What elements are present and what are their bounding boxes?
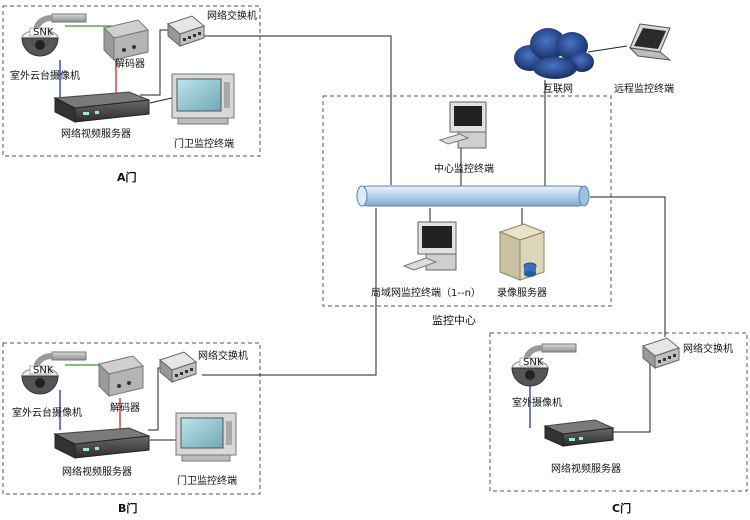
zone-a-switch <box>166 15 206 48</box>
zone-c-switch-label: 网络交换机 <box>683 342 733 355</box>
zone-b-switch <box>158 351 198 384</box>
central-terminal-label: 中心监控终端 <box>434 162 494 175</box>
zone-b-decoder <box>98 355 144 398</box>
camera-badge: SNK <box>33 365 54 376</box>
lan-terminal <box>402 221 457 271</box>
zone-a-decoder <box>103 19 149 62</box>
zone-c-border <box>489 332 748 492</box>
zone-a-server <box>53 91 150 123</box>
zone-center-border <box>322 95 612 307</box>
zone-c-server-label: 网络视频服务器 <box>551 462 621 475</box>
zone-a-monitor-label: 门卫监控终端 <box>174 137 234 150</box>
backbone-bus <box>356 185 590 207</box>
zone-b-switch-label: 网络交换机 <box>198 349 248 362</box>
zone-b-server-label: 网络视频服务器 <box>62 465 132 478</box>
internet-label: 互联网 <box>543 83 573 95</box>
recorder-label: 录像服务器 <box>497 286 547 299</box>
zone-a-border <box>2 5 261 157</box>
zone-b-monitor <box>175 412 237 462</box>
camera-badge: SNK <box>523 357 544 368</box>
zone-a-decoder-label: 解码器 <box>115 57 145 70</box>
zone-a-caption: A门 <box>117 170 137 184</box>
lan-terminal-label: 局域网监控终端（1--n） <box>371 286 481 299</box>
zone-c-camera-label: 室外摄像机 <box>512 396 562 409</box>
center-caption: 监控中心 <box>432 313 476 327</box>
zone-b-camera-label: 室外云台摄像机 <box>12 406 82 419</box>
zone-a-camera-label: 室外云台摄像机 <box>10 69 80 82</box>
central-terminal <box>438 101 487 149</box>
zone-a-monitor <box>171 73 235 125</box>
zone-b-border <box>2 342 261 495</box>
zone-a-camera: SNK <box>21 13 87 57</box>
remote-laptop <box>628 23 672 61</box>
internet-cloud-icon <box>514 28 594 79</box>
zone-a-switch-label: 网络交换机 <box>207 9 257 22</box>
zone-b-camera: SNK <box>21 351 87 395</box>
remote-label: 远程监控终端 <box>614 82 674 95</box>
zone-b-caption: B门 <box>118 501 137 515</box>
zone-b-decoder-label: 解码器 <box>110 401 140 414</box>
zone-c-server <box>543 419 615 447</box>
zone-b-monitor-label: 门卫监控终端 <box>177 474 237 487</box>
zone-b-server <box>53 427 150 459</box>
zone-a-server-label: 网络视频服务器 <box>61 127 131 140</box>
zone-c-camera: SNK <box>511 343 577 387</box>
signal-links <box>59 25 531 430</box>
recorder <box>498 223 546 281</box>
zone-c-caption: C门 <box>612 501 631 515</box>
camera-badge: SNK <box>33 27 54 38</box>
zone-c-switch <box>641 337 681 370</box>
